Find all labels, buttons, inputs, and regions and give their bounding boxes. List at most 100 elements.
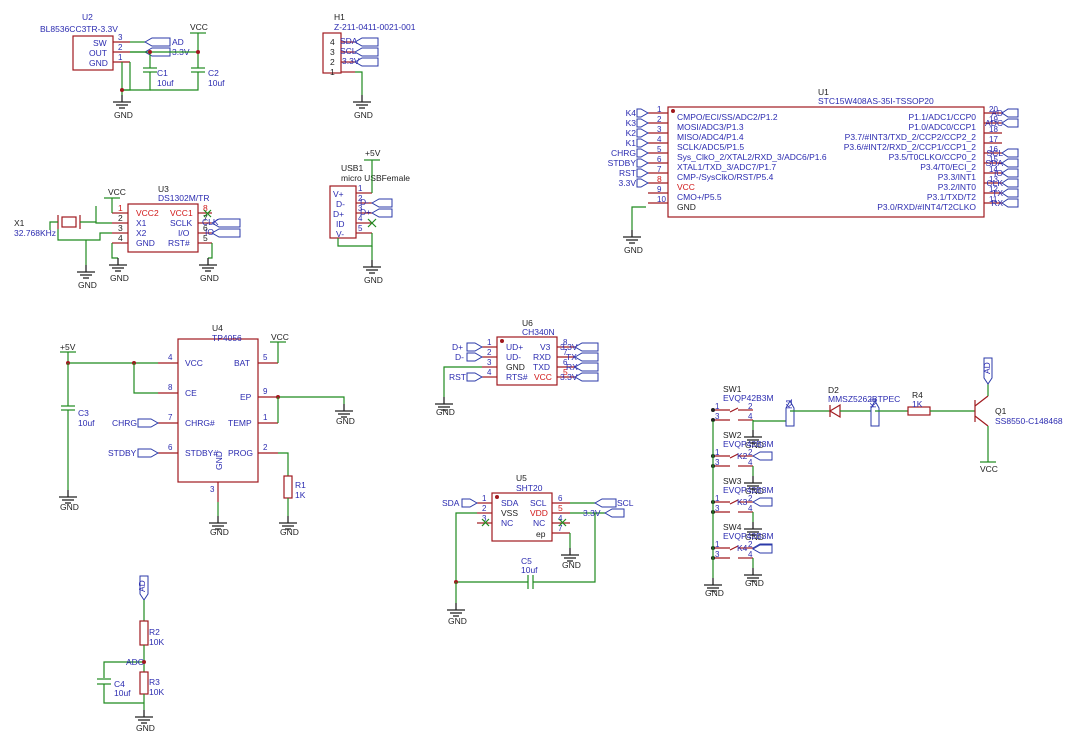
u6-label-3v3b: 3.3V <box>560 372 578 382</box>
u5-pin-vss: VSS <box>501 508 518 518</box>
u3-pin-x1: X1 <box>136 218 147 228</box>
u1-left-pin: CMO+/P5.5 <box>677 192 722 202</box>
u1-right-pin: P3.6/#INT2/RXD_2/CCP1/CCP1_2 <box>844 142 977 152</box>
d2-ref: D2 <box>828 385 839 395</box>
c5-ref: C5 <box>521 556 532 566</box>
usb1-num-4: 4 <box>358 214 363 223</box>
u6-pin-txd: TXD <box>533 362 550 372</box>
u5-pin-ep: ep <box>536 529 546 539</box>
u6-label-dm: D- <box>455 352 464 362</box>
c3-ref: C3 <box>78 408 89 418</box>
u1-left-pin: MOSI/ADC3/P1.3 <box>677 122 744 132</box>
sw-pin-num: 3 <box>715 504 720 513</box>
u4-num-6: 6 <box>168 443 173 452</box>
u6-num-8: 8 <box>563 338 568 347</box>
sw-pin-num: 3 <box>715 458 720 467</box>
u3-num-1: 1 <box>118 203 123 213</box>
u5-pin-nc2: NC <box>533 518 545 528</box>
u3-pin-io: I/O <box>178 228 190 238</box>
u4-num-3: 3 <box>210 485 215 494</box>
u1-right-label: IO <box>994 168 1003 178</box>
r3-value: 10K <box>149 687 164 697</box>
c1-value: 10uf <box>157 78 174 88</box>
u2-vcc: VCC <box>190 22 208 32</box>
u5-pin-nc1: NC <box>501 518 513 528</box>
u6-label-rx: RX <box>566 362 578 372</box>
u1-left-label: RST <box>619 168 636 178</box>
gnd-x1: GND <box>78 280 97 290</box>
u1-num-15: 15 <box>989 155 998 164</box>
h1-header: H1 Z-211-0411-0021-001 4 3 2 1 SDA SCL 3… <box>322 12 416 120</box>
u1-right-pin: P3.3/INT1 <box>938 172 977 182</box>
sw-pin-num: 3 <box>715 412 720 421</box>
u4-num-2: 2 <box>263 443 268 452</box>
u6-num-6: 6 <box>563 358 568 367</box>
d2-label-left-shape <box>785 399 795 427</box>
sw-label-shape <box>751 497 773 507</box>
u4-num-1: 1 <box>263 413 268 422</box>
r1-ref: R1 <box>295 480 306 490</box>
u2-value: BL8536CC3TR-3.3V <box>40 24 118 34</box>
u1-right-pin: P3.5/T0CLKO/CCP0_2 <box>889 152 977 162</box>
u4-ref: U4 <box>212 323 223 333</box>
sw-pin-num: 1 <box>715 494 720 503</box>
u3-vcc: VCC <box>108 187 126 197</box>
u6-label-3v3a: 3.3V <box>560 342 578 352</box>
u4-pin-ep: EP <box>240 392 252 402</box>
c4-ref: C4 <box>114 679 125 689</box>
u1-left-pin: GND <box>677 202 696 212</box>
u1-left-label-shape <box>636 128 650 138</box>
c2-ref: C2 <box>208 68 219 78</box>
u5-label-sda: SDA <box>442 498 460 508</box>
u1-right-label-shape <box>1001 108 1019 118</box>
d2-value: MMSZ5262BTPEC <box>828 394 900 404</box>
u1-left-pin: CMP-/SysClkO/RST/P5.4 <box>677 172 774 182</box>
u1-right-label-shape <box>1001 118 1019 128</box>
u2-num-2: 2 <box>118 43 123 52</box>
u1-left-label-shape <box>636 118 650 128</box>
u5-value: SHT20 <box>516 483 543 493</box>
u5-label-3v3: 3.3V <box>583 508 601 518</box>
u6-value: CH340N <box>522 327 555 337</box>
u5-num-1: 1 <box>482 494 487 503</box>
u1-left-label-shape <box>636 108 650 118</box>
c5-value: 10uf <box>521 565 538 575</box>
sw-value: EVQP42B3M <box>723 393 774 403</box>
gnd-u4: GND <box>210 527 229 537</box>
u1-right-label-shape <box>1001 148 1019 158</box>
u3-rtc: U3 DS1302M/TR VCC2 X1 X2 GND VCC1 SCLK I… <box>14 184 241 290</box>
u1-num-19: 19 <box>989 115 998 124</box>
u1-left-label: STDBY <box>608 158 637 168</box>
u1-left-label: K2 <box>626 128 637 138</box>
u4-pin-bat: BAT <box>234 358 250 368</box>
sw-gnd: GND <box>745 578 764 588</box>
u5-num-5: 5 <box>558 503 563 513</box>
u1-right-label: SDA <box>986 158 1004 168</box>
u6-num-5: 5 <box>563 367 568 377</box>
u2-regulator: U2 BL8536CC3TR-3.3V SW OUT GND 3 2 1 AD … <box>40 12 225 120</box>
gnd-h1: GND <box>354 110 373 120</box>
u3-num-3: 3 <box>118 223 123 233</box>
usb1-label-dp: D+ <box>360 207 371 217</box>
usb1-supply: +5V <box>365 148 381 158</box>
c1-ref: C1 <box>157 68 168 78</box>
u1-right-pin: P1.0/ADC0/CCP1 <box>908 122 976 132</box>
u1-left-label-shape <box>636 168 650 178</box>
u1-right-label: ADC <box>985 118 1003 128</box>
u1-left-label-shape <box>636 178 650 188</box>
u1-right-label: TX <box>992 188 1003 198</box>
gnd-u5: GND <box>562 560 581 570</box>
u4-pin-prog: PROG <box>228 448 253 458</box>
u4-pin-temp: TEMP <box>228 418 252 428</box>
u1-num-11: 11 <box>989 195 998 204</box>
u6-pin-rxd: RXD <box>533 352 551 362</box>
u4-vcc: VCC <box>271 332 289 342</box>
sw-pin-num: 4 <box>748 504 753 513</box>
gnd-u3: GND <box>200 273 219 283</box>
usb1-connector: USB1 micro USBFemale V+ D- D+ ID V- 1 2 … <box>329 148 410 285</box>
usb1-pin-vm: V- <box>336 229 344 239</box>
